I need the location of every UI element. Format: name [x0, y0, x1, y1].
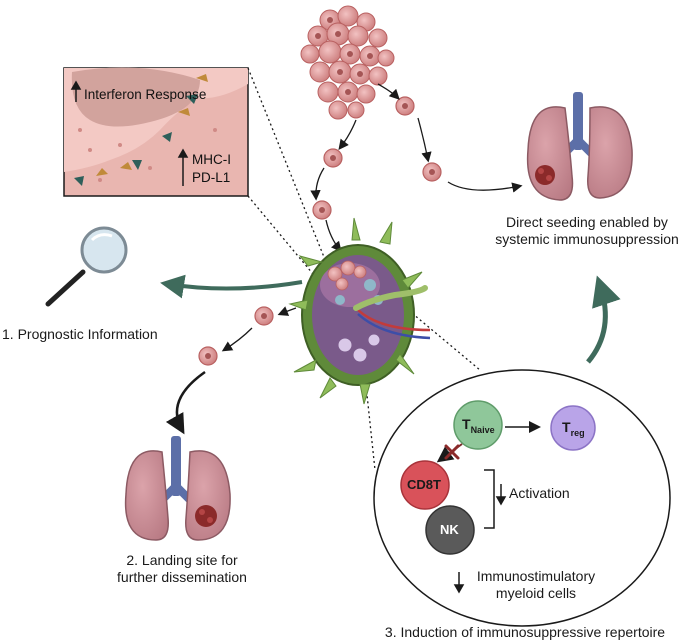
interferon-label: Interferon Response [84, 87, 207, 102]
landing-arrow [165, 370, 206, 435]
nk-label: NK [440, 522, 459, 537]
direct-seeding-label: Direct seeding enabled by systemic immun… [495, 214, 679, 247]
lung-icon [526, 92, 633, 201]
t-reg-cell [550, 405, 596, 451]
cd8t-label: CD8T [407, 477, 441, 492]
inhibit-x-icon [444, 444, 460, 460]
repertoire-oval [373, 369, 671, 627]
lymph-node-icon [288, 217, 431, 405]
prognostic-arrow [160, 274, 303, 299]
migration-arrows [221, 83, 523, 352]
cd8t-cell [400, 460, 450, 510]
myeloid-label: Immunostimulatory myeloid cells [476, 568, 596, 601]
t-naive-label: TNaive [462, 416, 495, 435]
pdl1-label: PD-L1 [192, 170, 231, 185]
t-reg-label: Treg [562, 419, 585, 438]
t-naive-cell [453, 400, 503, 450]
magnifier-icon [45, 226, 128, 307]
mhc-label: MHC-I [192, 152, 231, 167]
activation-label: Activation [509, 485, 570, 501]
seeding-arrow [586, 275, 621, 364]
nk-cell [425, 505, 475, 555]
tumor-cluster-icon [300, 5, 395, 120]
induction-label: 3. Induction of immunosuppressive repert… [384, 624, 666, 640]
landing-site-label: 2. Landing site for further disseminatio… [117, 552, 247, 585]
circulating-tumor-cells [198, 96, 442, 366]
interferon-inset [63, 67, 249, 197]
lung-icon [124, 436, 231, 541]
prognostic-label: 1. Prognostic Information [2, 326, 158, 342]
